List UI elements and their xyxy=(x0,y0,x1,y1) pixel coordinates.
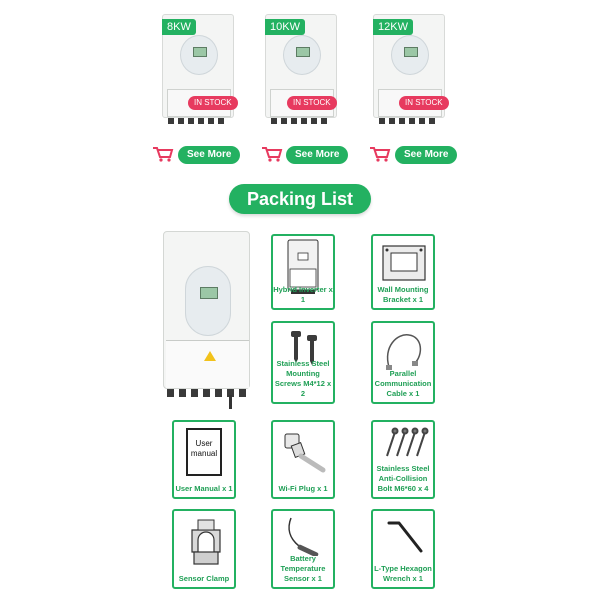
inverter-body xyxy=(163,231,250,389)
cart-icon[interactable] xyxy=(369,146,391,162)
sensor-clamp-icon xyxy=(191,519,221,565)
item-hex-wrench: L-Type Hexagon Wrench x 1 xyxy=(371,509,435,589)
control-panel xyxy=(180,35,218,75)
item-label: L-Type Hexagon Wrench x 1 xyxy=(374,564,432,583)
display-screen xyxy=(193,47,207,57)
manual-cover: User manual xyxy=(186,428,222,476)
power-tag: 8KW xyxy=(162,19,196,35)
item-wifi-plug: Wi-Fi Plug x 1 xyxy=(271,420,335,499)
stock-badge: IN STOCK xyxy=(188,96,238,110)
cable-ports xyxy=(167,389,246,397)
item-wall-bracket: Wall Mounting Bracket x 1 xyxy=(371,234,435,310)
bracket-icon xyxy=(382,245,426,281)
item-label: Battery Temperature Sensor x 1 xyxy=(280,554,326,583)
cover-door xyxy=(166,340,249,388)
product-8kw: 8KW IN STOCK xyxy=(162,14,238,126)
control-panel xyxy=(283,35,321,75)
manual-cover-text: manual xyxy=(190,449,218,458)
display-screen xyxy=(200,287,218,299)
item-label: Parallel Communication Cable x 1 xyxy=(374,369,432,398)
item-label: Stainless Steel Mounting Screws M4*12 x … xyxy=(274,359,332,398)
item-anti-collision-bolts: Stainless Steel Anti-Collision Bolt M6*6… xyxy=(371,420,435,499)
cable-ports xyxy=(379,118,439,124)
control-panel xyxy=(185,266,231,336)
see-more-button[interactable]: See More xyxy=(178,146,241,164)
inverter-photo xyxy=(163,231,250,409)
power-tag: 10KW xyxy=(265,19,305,35)
warning-icon xyxy=(204,351,216,361)
item-label: Sensor Clamp xyxy=(178,574,230,583)
stock-badge: IN STOCK xyxy=(399,96,449,110)
cable-icon xyxy=(386,334,422,370)
inverter-front-icon xyxy=(287,239,319,294)
item-label: Wi-Fi Plug x 1 xyxy=(278,484,328,493)
product-10kw: 10KW IN STOCK xyxy=(265,14,337,126)
power-tag: 12KW xyxy=(373,19,413,35)
cart-icon[interactable] xyxy=(152,146,174,162)
product-12kw: 12KW IN STOCK xyxy=(373,14,449,126)
item-user-manual: User manual User Manual x 1 xyxy=(172,420,236,499)
packing-list-title: Packing List xyxy=(229,184,371,214)
stock-badge: IN STOCK xyxy=(287,96,337,110)
see-more-button[interactable]: See More xyxy=(395,146,458,164)
item-label: User Manual x 1 xyxy=(175,484,233,493)
cable-ports xyxy=(271,118,331,124)
item-label: Hybrid Inverter x 1 xyxy=(273,285,333,304)
bolt-icon xyxy=(386,427,429,457)
see-more-button[interactable]: See More xyxy=(286,146,349,164)
wifi-plug-icon xyxy=(284,433,326,473)
display-screen xyxy=(296,47,310,57)
cable-ports xyxy=(168,118,228,124)
display-screen xyxy=(404,47,418,57)
item-label: Wall Mounting Bracket x 1 xyxy=(377,285,429,304)
cart-icon[interactable] xyxy=(261,146,283,162)
hex-wrench-icon xyxy=(387,521,423,553)
screw-icon xyxy=(291,331,317,365)
item-hybrid-inverter: Hybrid Inverter x 1 xyxy=(271,234,335,310)
manual-cover-text: User xyxy=(195,439,213,448)
item-temperature-sensor: Battery Temperature Sensor x 1 xyxy=(271,509,335,589)
item-sensor-clamp: Sensor Clamp xyxy=(172,509,236,589)
item-mounting-screws: Stainless Steel Mounting Screws M4*12 x … xyxy=(271,321,335,404)
temperature-sensor-icon xyxy=(288,517,319,556)
control-panel xyxy=(391,35,429,75)
cable xyxy=(229,395,232,409)
item-communication-cable: Parallel Communication Cable x 1 xyxy=(371,321,435,404)
item-label: Stainless Steel Anti-Collision Bolt M6*6… xyxy=(376,464,430,493)
